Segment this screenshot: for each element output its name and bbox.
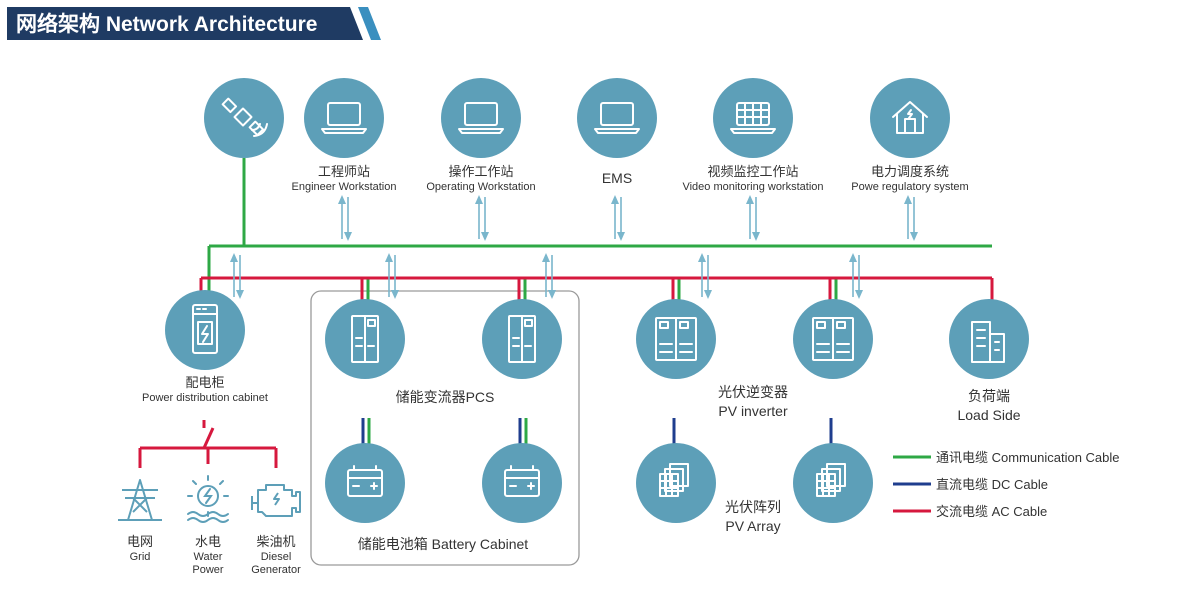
inverter-cabinet-icon	[655, 317, 697, 361]
header-banner: 网络架构 Network Architecture	[7, 7, 381, 40]
water-power-en2: Power	[192, 564, 224, 576]
pcs-label: 储能变流器PCS	[396, 389, 495, 405]
engine-icon	[251, 484, 301, 517]
laptop-icon	[321, 102, 367, 134]
energy-storage-group-box	[310, 290, 580, 566]
ems-label: EMS	[602, 170, 632, 186]
engineer-workstation-en: Engineer Workstation	[292, 181, 397, 193]
header-background	[7, 7, 363, 40]
power-regulatory-node: 电力调度系统 Powe regulatory system	[851, 78, 969, 193]
video-monitoring-cn: 视频监控工作站	[707, 164, 798, 179]
header-accent-stripe	[358, 7, 381, 40]
grid-cn: 电网	[127, 534, 153, 549]
pv-array-node-1	[636, 443, 716, 523]
cabinet-icon	[192, 304, 218, 354]
solar-panel-icon	[659, 463, 689, 497]
ac-bus	[138, 276, 994, 468]
pcs-node-1	[325, 299, 405, 379]
operating-workstation-en: Operating Workstation	[426, 181, 535, 193]
grid-en: Grid	[130, 551, 151, 563]
dc-links	[361, 418, 833, 444]
pv-inverter-en: PV inverter	[718, 403, 788, 419]
monitor-grid-icon	[730, 102, 776, 134]
legend-label-ac: 交流电缆 AC Cable	[936, 504, 1047, 519]
pcs-cabinet-icon	[508, 315, 536, 363]
hydro-icon	[187, 475, 229, 523]
battery-icon	[504, 465, 540, 497]
load-side-en: Load Side	[957, 407, 1020, 423]
grid-source: 电网 Grid	[118, 479, 162, 563]
load-side-node	[949, 299, 1029, 379]
load-side-cn: 负荷端	[968, 388, 1010, 404]
pv-inverter-node-1	[636, 299, 716, 379]
tower-icon	[118, 479, 162, 521]
battery-node-2	[482, 443, 562, 523]
pv-array-en: PV Array	[725, 518, 780, 534]
pv-inverter-cn: 光伏逆变器	[718, 384, 788, 400]
water-power-cn: 水电	[195, 534, 221, 549]
inverter-cabinet-icon	[812, 317, 854, 361]
pcs-node-2	[482, 299, 562, 379]
pv-inverter-node-2	[793, 299, 873, 379]
engineer-workstation-node: 工程师站 Engineer Workstation	[292, 78, 397, 193]
solar-panel-icon	[816, 463, 846, 497]
distribution-cn: 配电柜	[185, 375, 224, 390]
battery-node-1	[325, 443, 405, 523]
operating-workstation-cn: 操作工作站	[448, 164, 513, 179]
legend-label-communication: 通讯电缆 Communication Cable	[936, 450, 1120, 465]
diesel-en2: Generator	[251, 564, 301, 576]
laptop-icon	[594, 102, 640, 134]
pv-array-node-2	[793, 443, 873, 523]
satellite-icon	[221, 97, 268, 137]
diesel-generator-source: 柴油机 Diesel Generator	[251, 484, 301, 576]
diesel-en1: Diesel	[261, 551, 292, 563]
building-icon	[971, 321, 1005, 363]
video-monitoring-en: Video monitoring workstation	[682, 181, 823, 193]
laptop-icon	[458, 102, 504, 134]
operating-workstation-node: 操作工作站 Operating Workstation	[426, 78, 536, 193]
house-icon	[892, 101, 928, 134]
water-power-source: 水电 Water Power	[187, 475, 229, 576]
pv-array-cn: 光伏阵列	[725, 499, 781, 515]
legend: 通讯电缆 Communication Cable 直流电缆 DC Cable 交…	[893, 450, 1120, 519]
satellite-node	[204, 78, 284, 158]
battery-label: 储能电池箱 Battery Cabinet	[358, 536, 528, 552]
distribution-en: Power distribution cabinet	[142, 392, 268, 404]
video-monitoring-node: 视频监控工作站 Video monitoring workstation	[682, 78, 824, 193]
pcs-cabinet-icon	[351, 315, 379, 363]
power-regulatory-en: Powe regulatory system	[851, 181, 968, 193]
distribution-cabinet-node: 配电柜 Power distribution cabinet	[142, 290, 268, 404]
communication-bus	[207, 158, 992, 300]
water-power-en1: Water	[194, 551, 223, 563]
legend-label-dc: 直流电缆 DC Cable	[936, 477, 1048, 492]
engineer-workstation-cn: 工程师站	[318, 164, 370, 179]
battery-icon	[347, 465, 383, 497]
ems-node: EMS	[577, 78, 657, 186]
diesel-cn: 柴油机	[256, 534, 295, 549]
power-regulatory-cn: 电力调度系统	[871, 164, 949, 179]
page-title: 网络架构 Network Architecture	[16, 12, 317, 36]
